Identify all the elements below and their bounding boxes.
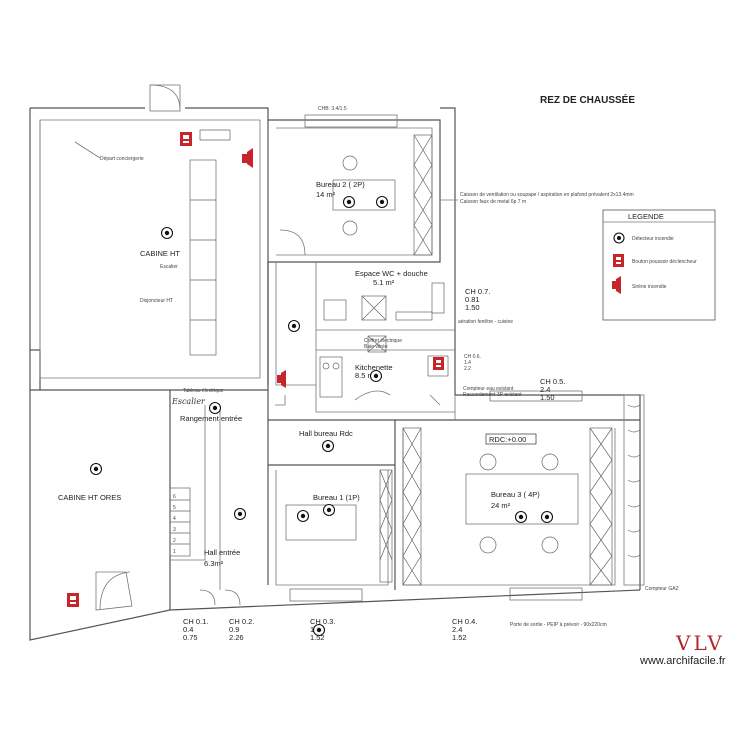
call-points [67,132,444,607]
room-kitchenette-name: Kitchenette [355,363,393,372]
legend-item-detecteur: Détecteur incendie [632,236,674,242]
note-tableau: Tableau électrique [183,388,224,394]
legend: LEGENDE Détecteur incendie Bouton pousso… [602,209,716,321]
note-raccordement: Raccordement 3P existant [463,392,522,398]
room-bureau-1-name: Bureau 1 (1P) [313,493,360,502]
smoke-detector-icon [89,462,103,476]
ch01-value-1: 0.4 [183,625,193,634]
smoke-detector-icon [322,503,336,517]
legend-title: LEGENDE [628,212,664,221]
rdc-level: RDC:+0.00 [489,435,526,444]
room-bureau-3-name: Bureau 3 ( 4P) [491,490,540,499]
ch01-label: CH 0.1. [183,617,208,626]
room-bureau-3-area: 24 m² [491,501,511,510]
smoke-detector-icon [296,509,310,523]
room-bureau-2-name: Bureau 2 ( 2P) [316,180,365,189]
ch03-label: CH 0.3. [310,617,335,626]
note-escalier-small: Escalier [160,264,178,270]
room-hall-bureau: Hall bureau Rdc [299,429,353,438]
ch06-value-2: 2.2 [464,366,471,372]
note-ventilation: aération fenêtre - cuisine [458,319,513,325]
note-baie: Baie vitrée [364,344,388,350]
windows [95,84,583,611]
note-coffret: Coffret électrique [364,338,402,344]
stair-step-3: 3 [173,527,176,533]
room-kitchenette-area: 8.5 m² [355,371,377,380]
fire-siren-icon [277,370,286,388]
smoke-detector-icon [369,369,383,383]
smoke-detector-icon [312,623,326,637]
stair-step-5: 5 [173,505,176,511]
ch02-value-1: 0.9 [229,625,239,634]
stair-step-4: 4 [173,516,176,522]
smoke-detector-icon [342,195,356,209]
ch05-value-2: 1.50 [540,393,555,402]
legend-item-bouton: Bouton poussoir déclencheur [632,259,697,265]
ch03-value-2: 1.52 [310,633,325,642]
brand-url: www.archifacile.fr [639,655,726,667]
ch02-label: CH 0.2. [229,617,254,626]
ch05-label: CH 0.5. [540,377,565,386]
smoke-detector-icon [375,195,389,209]
room-espace-wc-name: Espace WC + douche [355,269,428,278]
note-ch-top: CHB: 3.4/1.5 [318,106,347,112]
fire-siren-icon [612,276,621,294]
room-rangement: Rangement entrée [180,414,242,423]
room-espace-wc-area: 5.1 m² [373,278,395,287]
ch04-value-2: 1.52 [452,633,467,642]
note-compteur-gaz: Compteur GAZ [645,586,679,592]
note-porte-sortie: Porte de sortie - PEIP à prévoir - 90x22… [510,622,607,628]
smoke-detectors [89,195,554,637]
smoke-detector-icon [160,226,174,240]
ch07-label: CH 0.7. [465,287,490,296]
ch04-label: CH 0.4. [452,617,477,626]
fire-call-point-icon [613,254,624,267]
ch06-label: CH 0.6. [464,354,481,360]
note-disjoncteur: Disjoncteur HT [140,298,173,304]
storage-cabinets [189,129,645,606]
ch07-value-2: 1.50 [465,303,480,312]
note-caisson-2: Caisson faux de metal 6p 7 m [460,199,526,205]
annotations: Départ conciergerie Escalier Disjoncteur… [74,106,679,628]
room-labels: CABINE HT CABINE HT ORES Bureau 2 ( 2P) … [58,180,540,568]
room-hall-entree-name: Hall entrée [204,548,240,557]
room-bureau-2-area: 14 m² [316,190,336,199]
legend-item-sirene: Sirène incendie [632,284,667,290]
ch04-value-1: 2.4 [452,625,462,634]
note-compteur-eau: Compteur eau existant [463,386,514,392]
fire-siren-icon [242,148,253,168]
room-cabine-ht-ores: CABINE HT ORES [58,493,121,502]
stair-step-6: 6 [173,494,176,500]
smoke-detector-icon [321,439,335,453]
outer-walls [29,107,641,641]
fire-call-point-icon [180,132,192,146]
page-title: REZ DE CHAUSSÉE [540,93,635,106]
escalier-sign: Escalier [171,397,206,406]
room-cabine-ht: CABINE HT [140,249,180,258]
staircase: 6 5 4 3 2 1 Escalier [169,397,206,557]
note-caisson: Caisson de ventilation ou soupape / aspi… [460,192,634,198]
ch07-value-1: 0.81 [465,295,480,304]
ch06-value-1: 1.4 [464,360,471,366]
note-depart-conciergerie: Départ conciergerie [100,156,144,162]
smoke-detector-icon [208,401,222,415]
fire-call-point-icon [67,593,79,607]
smoke-detector-icon [540,510,554,524]
sirens [242,148,286,388]
room-hall-entree-area: 6.3m² [204,559,224,568]
smoke-detector-icon [233,507,247,521]
ch-labels: CH 0.7. 0.81 1.50 CH 0.6. 1.4 2.2 CH 0.5… [183,287,565,642]
smoke-detector-icon [514,510,528,524]
watermark: VLV www.archifacile.fr [639,631,726,667]
smoke-detector-icon [613,232,625,244]
smoke-detector-icon [287,319,301,333]
ch02-value-2: 2.26 [229,633,244,642]
stair-step-2: 2 [173,538,176,544]
ch05-value-1: 2.4 [540,385,550,394]
stair-step-1: 1 [173,549,176,555]
fire-call-point-icon [433,357,444,370]
ch01-value-2: 0.75 [183,633,198,642]
brand-logo: VLV [675,631,725,655]
